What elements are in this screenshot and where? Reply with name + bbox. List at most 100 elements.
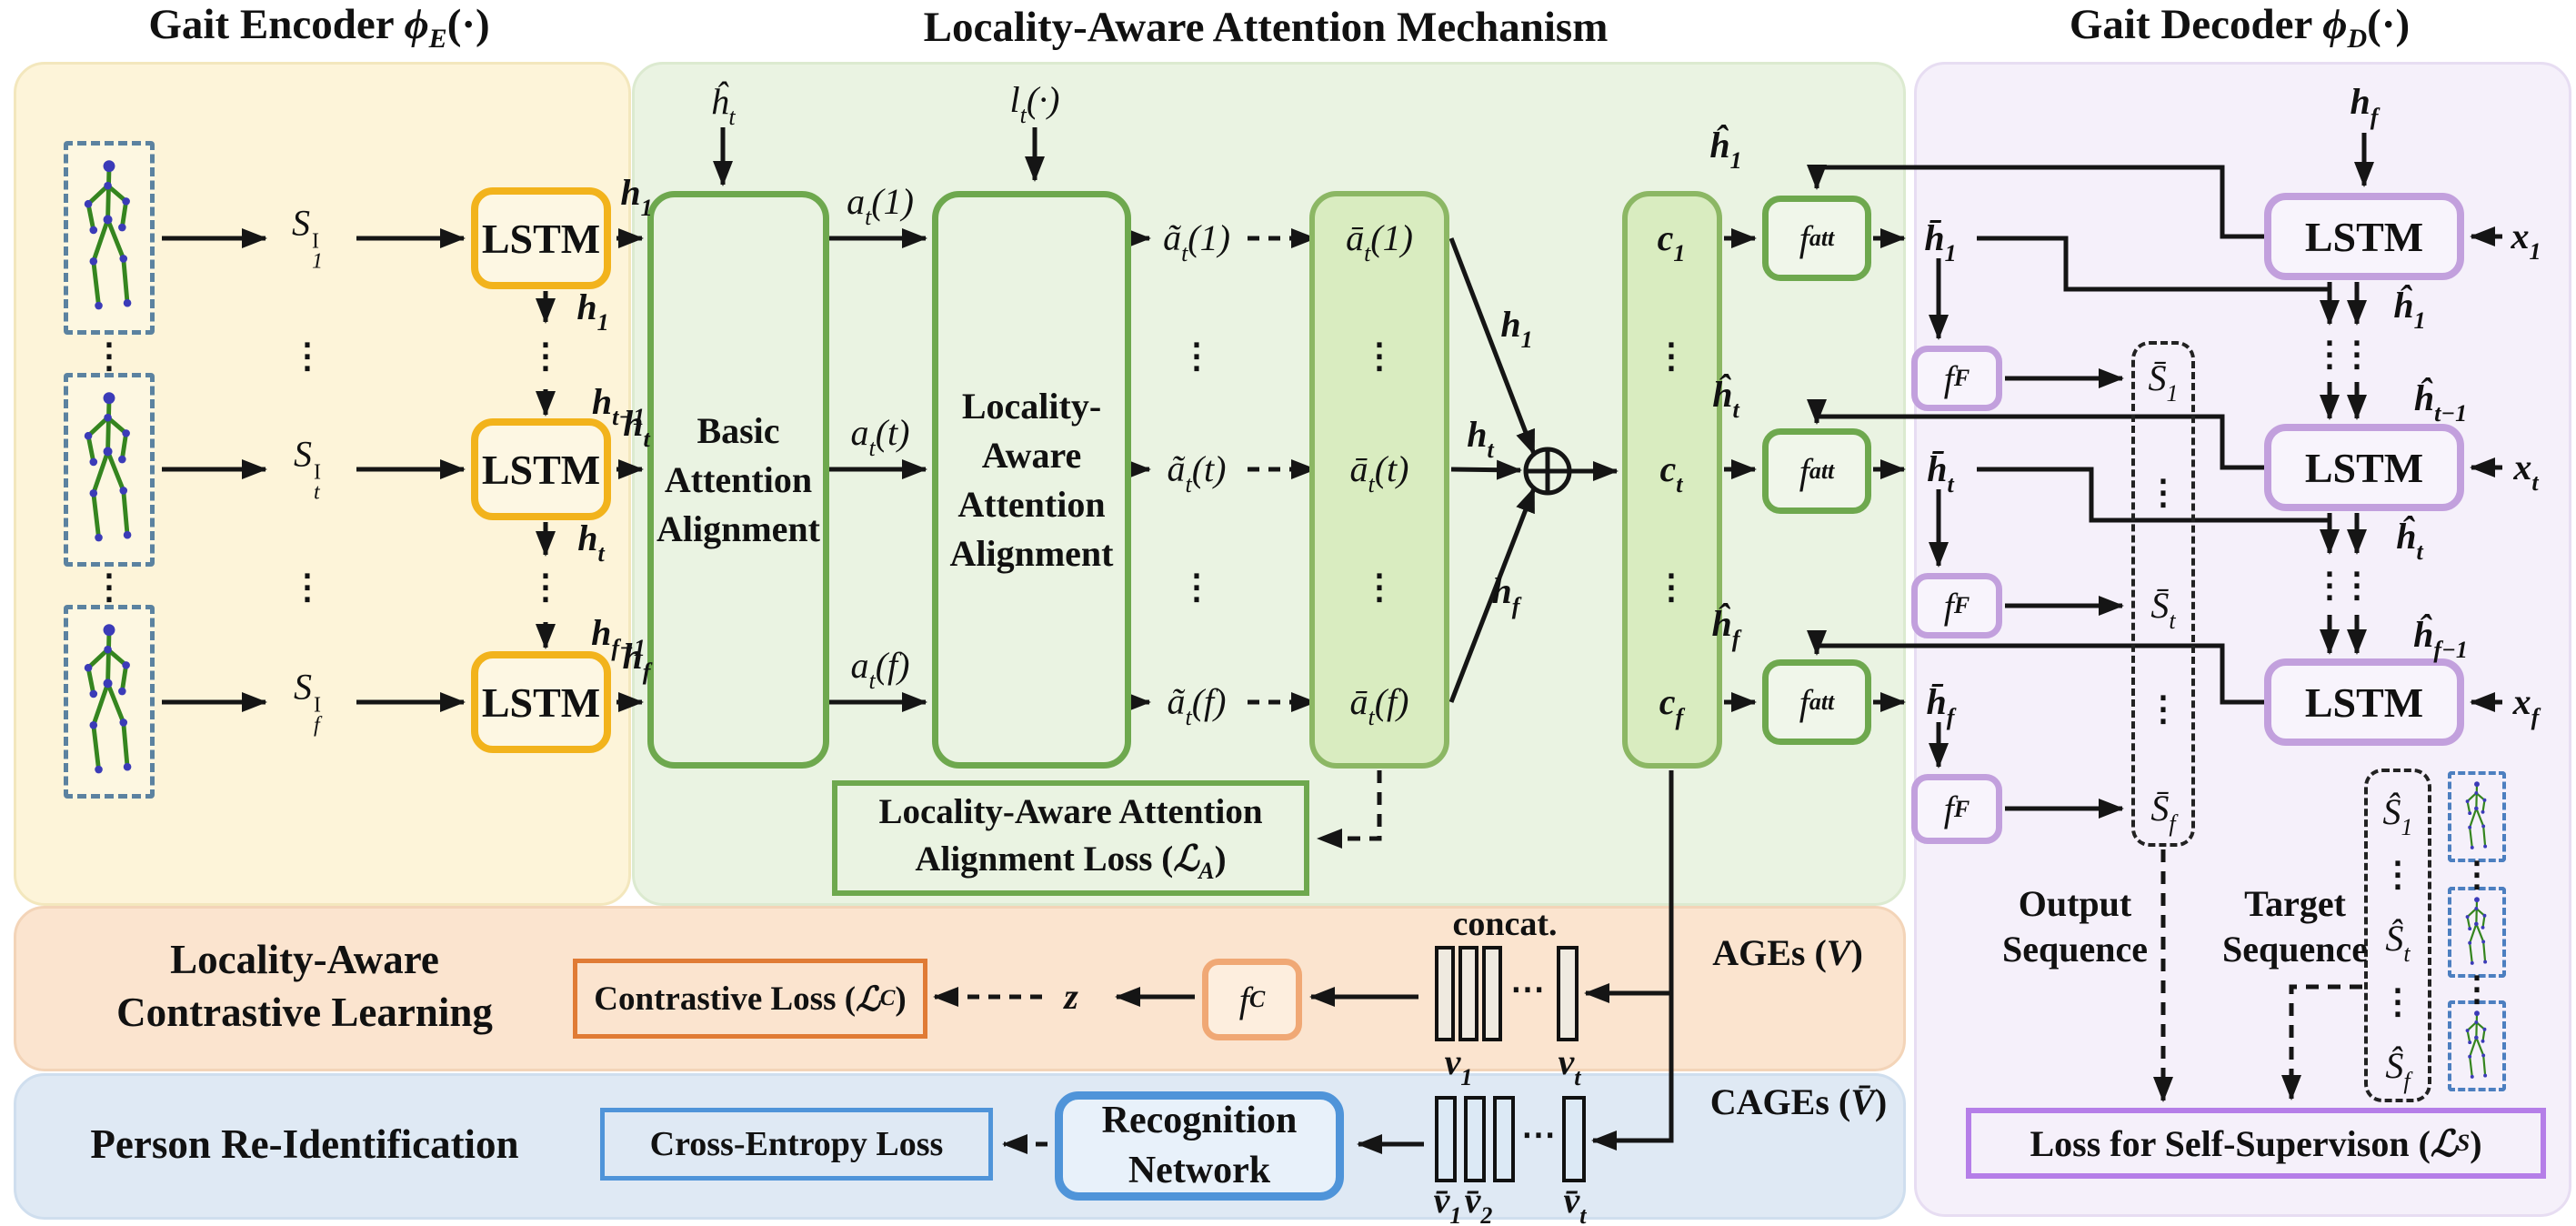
vbar-t-label: v̄t <box>1563 1180 1587 1226</box>
dots-abar-2-label: ⋮ <box>1362 568 1397 607</box>
h1-chain-label: h1 <box>576 286 609 336</box>
dots-shat-2-label: ⋮ <box>2381 983 2415 1021</box>
atilde-1-label: ãt(1) <box>1163 217 1230 266</box>
dots-sbar-2-label: ⋮ <box>2146 690 2180 729</box>
sbar-t-label: S̄t <box>2150 585 2176 634</box>
abar-f-label: āt(f) <box>1349 681 1409 730</box>
shat-1-label: Ŝ1 <box>2382 791 2413 840</box>
c-t-label: ct <box>1659 448 1683 497</box>
c-f-label: cf <box>1659 681 1684 730</box>
lt-func-label: lt(·) <box>1009 79 1060 128</box>
dots-s-mid1-label: ⋮ <box>290 337 325 376</box>
cdots-ages-label: ⋯ <box>1510 970 1545 1009</box>
x-1-label: x1 <box>2511 216 2541 265</box>
dots-abar-1-label: ⋮ <box>1362 337 1397 376</box>
dots-decchain-2a-label: ⋮ <box>2312 567 2347 605</box>
at-t-label: at(t) <box>850 412 910 461</box>
skeleton-pose-icon <box>70 379 148 560</box>
hhatt-1-chain-label: ĥt−1 <box>2413 377 2468 427</box>
target-skeleton-frame-1 <box>2448 771 2506 862</box>
at-f-label: at(f) <box>850 645 910 694</box>
basic-attention-alignment-box: Basic Attention Alignment <box>647 191 829 769</box>
ages-bar-3 <box>1482 946 1502 1041</box>
hbar-t-label: h̄t <box>1927 448 1954 497</box>
encoder-title-text: Gait Encoder <box>148 0 405 48</box>
hf-init-label: hf <box>2350 81 2379 130</box>
context-column <box>1622 191 1722 769</box>
input-skeleton-frame-3 <box>64 605 155 799</box>
h1-sum-label: h1 <box>1500 304 1533 353</box>
decoder-lstm-t-box: LSTM <box>2264 424 2464 511</box>
decoder-title-text: Gait Decoder <box>2069 0 2323 48</box>
abar-1-label: āt(1) <box>1346 217 1413 266</box>
dots-s-mid2-label: ⋮ <box>290 568 325 607</box>
output-sequence-label: Output Sequence <box>2002 883 2148 970</box>
target-sequence-column <box>2364 769 2431 1102</box>
dots-atilde-2-label: ⋮ <box>1179 568 1214 607</box>
attention-alignment-loss-box: Locality-Aware Attention Alignment Loss … <box>832 780 1309 896</box>
ages-label: AGEs (V) <box>1712 932 1863 973</box>
atilde-t-label: ãt(t) <box>1167 448 1227 497</box>
output-sequence-column <box>2131 341 2195 847</box>
vbar-2-label: v̄2 <box>1464 1180 1493 1226</box>
contrastive-learning-header: Locality-Aware Contrastive Learning <box>116 936 493 1036</box>
hf-out-label: hf <box>622 636 651 685</box>
hhatf-feedback-label: ĥf <box>1711 603 1740 652</box>
phi-d-symbol: ϕ <box>2322 0 2348 48</box>
loss-a-line1: Locality-Aware Attention <box>878 792 1263 832</box>
cdots-cages-label: ⋯ <box>1521 1116 1556 1154</box>
abar-column <box>1309 191 1449 769</box>
shat-f-label: Ŝf <box>2385 1045 2411 1094</box>
z-label: z <box>1064 976 1078 1017</box>
ages-bar-1 <box>1435 946 1455 1041</box>
x-t-label: xt <box>2513 447 2539 496</box>
encoder-lstm-f-box: LSTM <box>471 651 611 753</box>
hbar-f-label: h̄f <box>1926 681 1955 730</box>
skeleton-pose-icon <box>2454 778 2500 856</box>
ht-1-chain-label: ht−1 <box>591 381 646 430</box>
cages-bar-1 <box>1435 1096 1457 1182</box>
target-skeleton-frame-3 <box>2448 1000 2506 1091</box>
hhat-t-query-label: ĥt <box>710 81 736 130</box>
hhat1-chain-label: ĥ1 <box>2393 285 2426 334</box>
input-skeleton-frame-1 <box>64 141 155 335</box>
c-1-label: c1 <box>1657 217 1686 266</box>
ht-sum-label: ht <box>1467 414 1494 463</box>
encoder-lstm-1-box: LSTM <box>471 187 611 289</box>
dots-lstm-mid2-label: ⋮ <box>528 568 563 607</box>
ages-bar-4 <box>1557 946 1579 1041</box>
hhatf-1-chain-label: ĥf−1 <box>2413 614 2468 663</box>
hf-sum-label: hf <box>1491 570 1520 619</box>
recognition-network-box: Recognition Network <box>1055 1091 1344 1201</box>
cages-bar-4 <box>1562 1096 1586 1182</box>
ht-chain-label: ht <box>577 518 605 567</box>
abar-t-label: āt(t) <box>1349 448 1409 497</box>
dots-skel-mid2-label: ⋮ <box>92 568 126 607</box>
v-t-label: vt <box>1558 1041 1581 1090</box>
loss-a-line2: Alignment Loss (ℒA) <box>915 838 1227 884</box>
dots-atilde-1-label: ⋮ <box>1179 337 1214 376</box>
skeleton-pose-icon <box>70 611 148 792</box>
cages-label: CAGEs (V̄) <box>1709 1081 1888 1122</box>
dots-decchain-1b-label: ⋮ <box>2340 336 2374 374</box>
cages-bar-3 <box>1493 1096 1515 1182</box>
attention-title: Locality-Aware Attention Mechanism <box>923 4 1609 51</box>
at-1-label: at(1) <box>847 181 914 230</box>
decoder-title: Gait Decoder ϕD(·) <box>2069 0 2411 55</box>
dots-decchain-2b-label: ⋮ <box>2340 567 2374 605</box>
ht-out-label: ht <box>623 403 650 452</box>
dots-thumb-1-label: ⋮ <box>2460 856 2494 894</box>
phi-e-symbol: ϕ <box>404 0 429 48</box>
cages-bar-2 <box>1464 1096 1486 1182</box>
x-f-label: xf <box>2512 681 2540 730</box>
dots-c-2-label: ⋮ <box>1654 568 1689 607</box>
skeleton-pose-icon <box>70 147 148 328</box>
target-skeleton-frame-2 <box>2448 887 2506 978</box>
